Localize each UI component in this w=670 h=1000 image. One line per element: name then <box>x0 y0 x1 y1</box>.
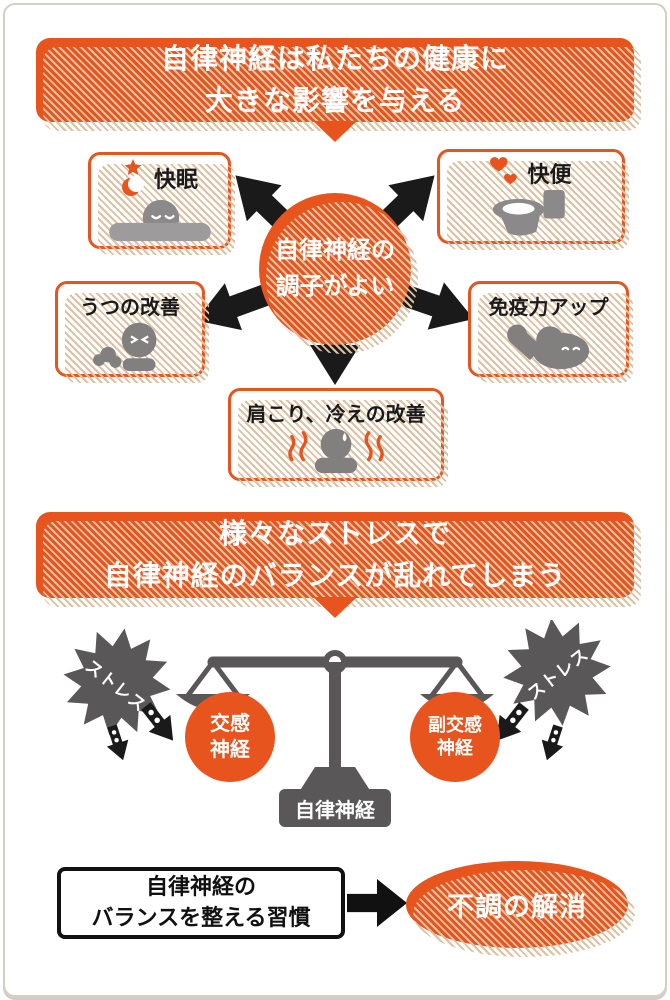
sleeping-person-icon <box>108 199 211 242</box>
pan-label-line: 神経 <box>210 739 250 761</box>
sighing-person-icon <box>93 322 157 371</box>
habit-box: 自律神経の バランスを整える習慣 <box>57 867 345 939</box>
right-arrow-icon <box>347 879 407 927</box>
benefit-card-bowel: 快便 <box>437 149 629 250</box>
pan-label-line: 副交感 <box>428 714 482 735</box>
benefit-card-depression: うつの改善 <box>55 281 209 383</box>
benefit-card-stiffness: 肩こり、冷えの改善 <box>228 388 448 487</box>
habit-line: 自律神経の <box>145 874 256 900</box>
banner-health-impact: 自律神経は私たちの健康に 大きな影響を与える <box>36 38 641 131</box>
hearts-icon <box>490 157 518 185</box>
hub-line: 自律神経の <box>275 237 395 264</box>
flexed-arm-icon <box>506 324 589 370</box>
result-ellipse: 不調の解消 <box>406 861 635 957</box>
pan-label-line: 交感 <box>210 713 250 735</box>
stress-burst-right <box>503 620 611 726</box>
result-label: 不調の解消 <box>447 892 587 922</box>
benefit-label: 快便 <box>527 162 572 187</box>
star-moon-icon <box>121 159 144 196</box>
parasympathetic-nerve-circle: 副交感 神経 <box>410 692 500 782</box>
pan-label-line: 神経 <box>437 738 473 758</box>
benefit-label: 快眠 <box>153 167 198 192</box>
scale-base-label: 自律神経 <box>279 789 391 827</box>
banner-line: 自律神経のバランスが乱れてしまう <box>103 560 567 591</box>
shivering-person-icon <box>288 428 384 474</box>
benefit-header: 快眠 <box>121 159 198 197</box>
benefit-card-sleep: 快眠 <box>88 152 235 255</box>
banner-line: 大きな影響を与える <box>204 85 466 116</box>
benefit-header: 快便 <box>490 156 572 190</box>
banner-line: 様々なストレスで <box>218 518 451 549</box>
benefit-card-immunity: 免疫力アップ <box>468 281 633 383</box>
hub-good-condition: 自律神経の 調子がよい <box>259 193 418 354</box>
sympathetic-nerve-circle: 交感 神経 <box>185 692 275 782</box>
banner-stress-imbalance: 様々なストレスで 自律神経のバランスが乱れてしまう <box>36 512 641 607</box>
benefit-label: うつの改善 <box>80 297 180 319</box>
benefit-label: 免疫力アップ <box>488 297 609 319</box>
habit-line: バランスを整える習慣 <box>91 905 311 930</box>
hub-line: 調子がよい <box>275 273 395 300</box>
benefit-label: 肩こり、冷えの改善 <box>246 404 426 426</box>
toilet-icon <box>492 190 565 236</box>
banner-line: 自律神経は私たちの健康に <box>160 43 509 74</box>
